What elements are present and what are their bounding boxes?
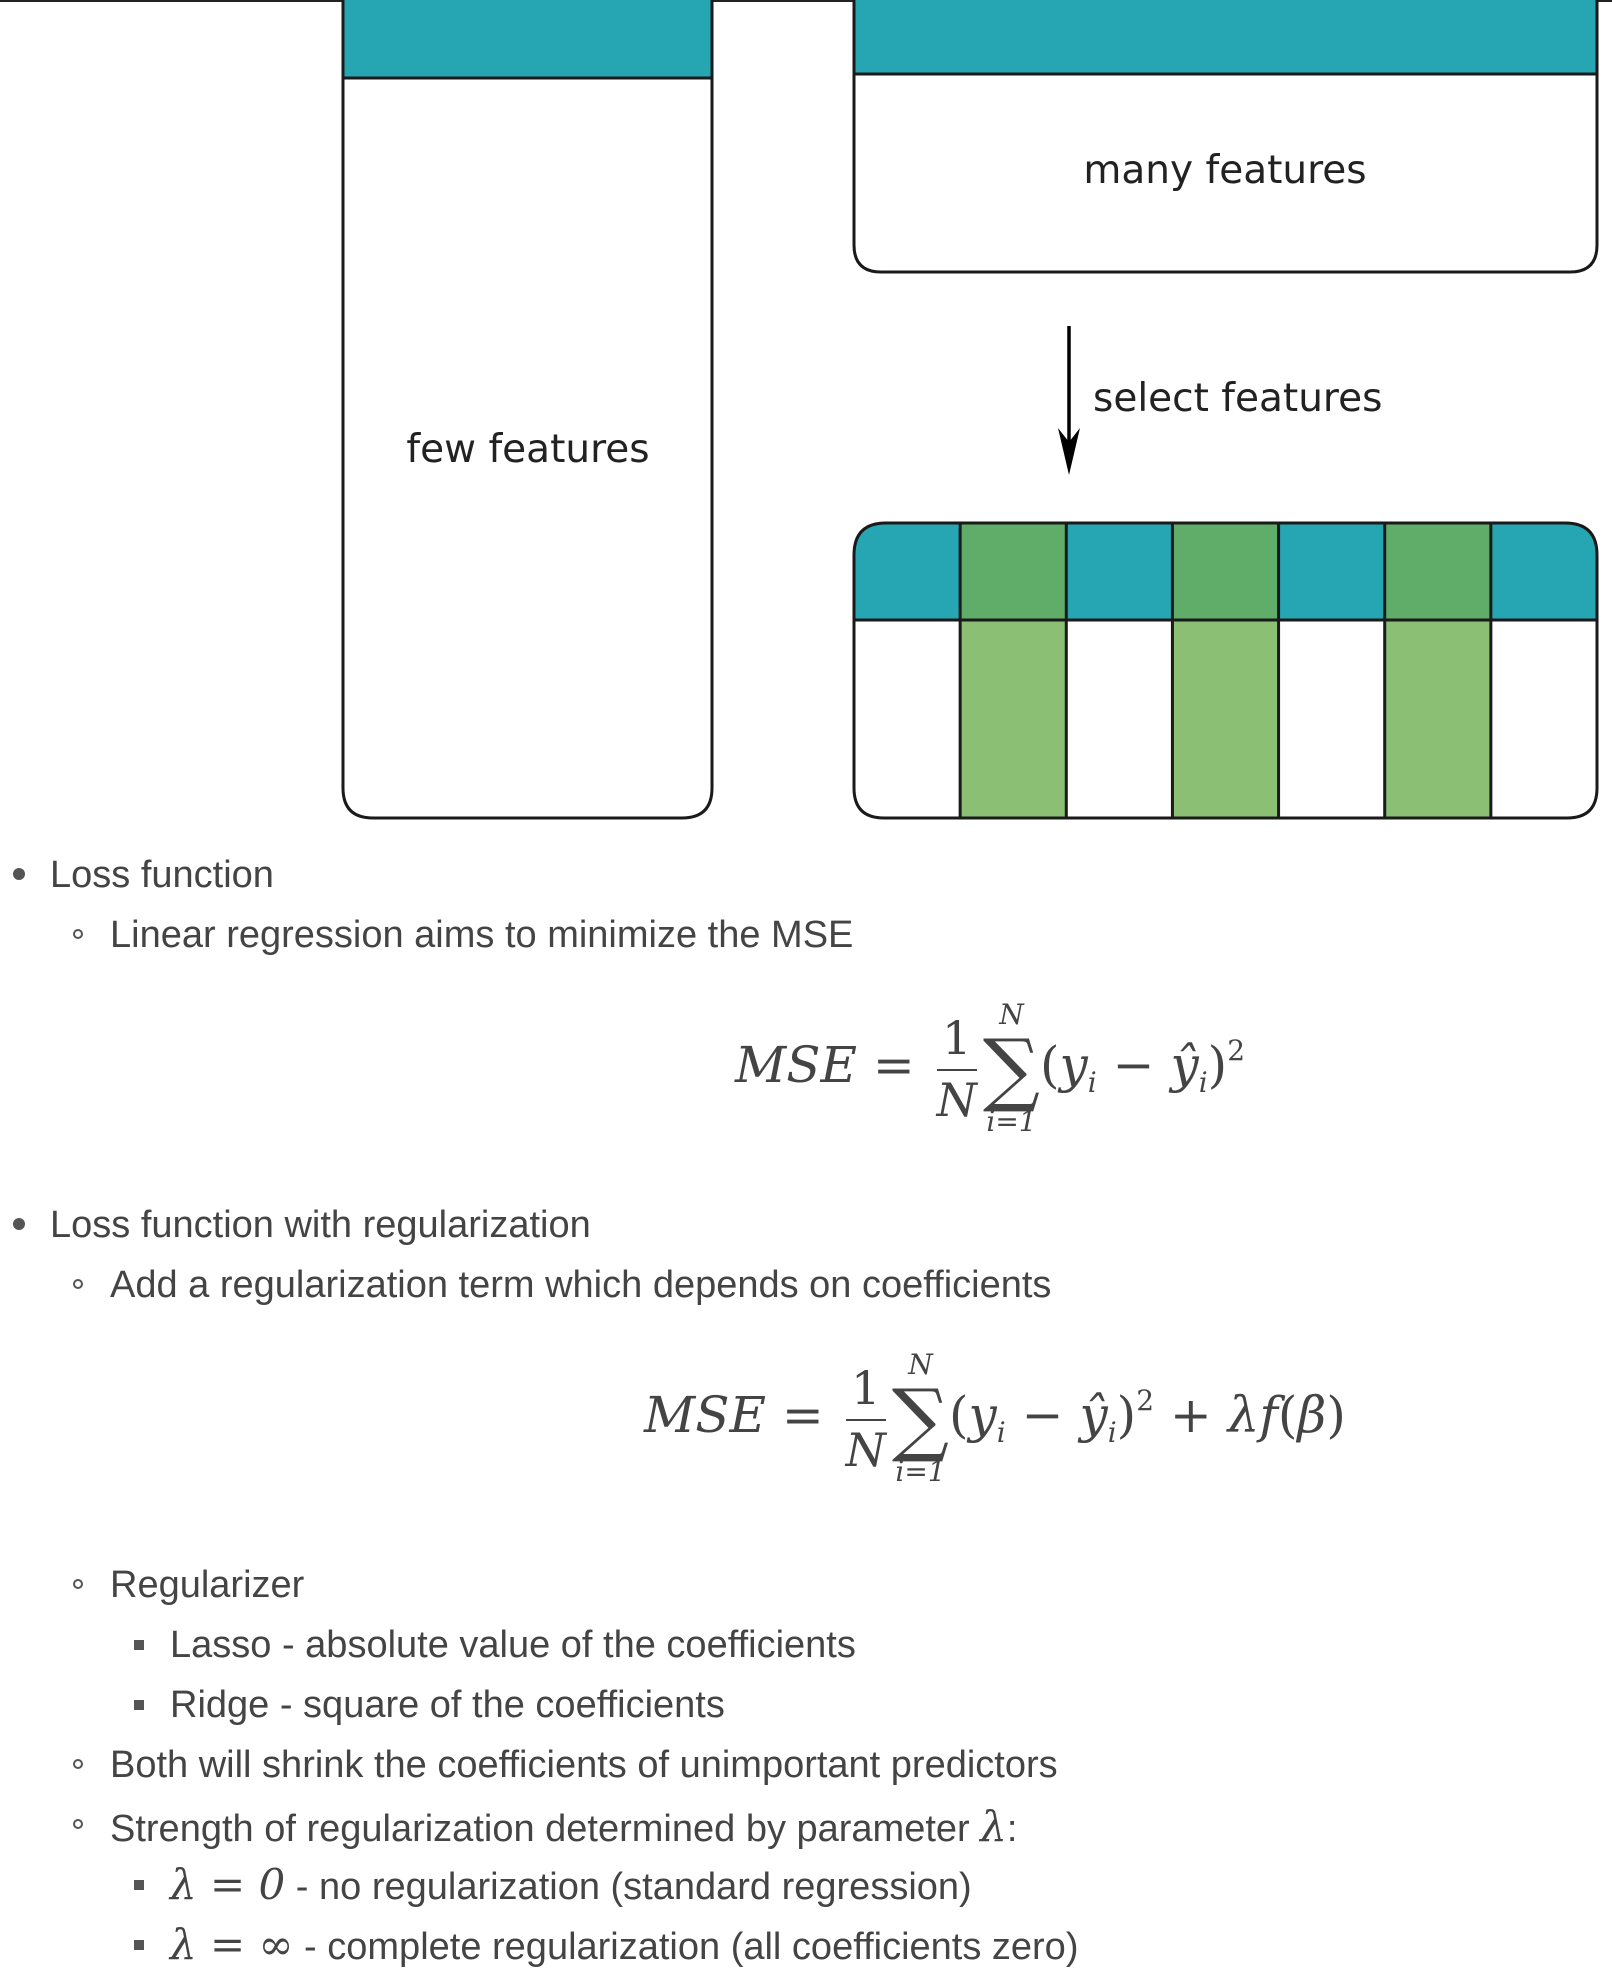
sub-bullet-regularizer: Regularizer bbox=[110, 1564, 305, 1606]
bullet-square-icon bbox=[134, 1700, 144, 1710]
select-features-label: select features bbox=[1093, 376, 1382, 421]
column-body-teal bbox=[854, 620, 961, 818]
formula-lhs: MSE bbox=[644, 1385, 766, 1444]
selected-features-outline bbox=[852, 521, 1599, 820]
feature-selection-diagram: few features many features select featur… bbox=[341, 0, 1599, 820]
fraction-numerator: 1 bbox=[936, 1011, 977, 1071]
lambda-infinity-math: λ = ∞ bbox=[170, 1920, 294, 1969]
strength-suffix: : bbox=[1006, 1808, 1018, 1850]
lambda-symbol: λ bbox=[980, 1802, 1007, 1851]
bullet-disc-icon bbox=[13, 1218, 25, 1230]
many-features-label: many features bbox=[1083, 148, 1366, 193]
sum-upper-limit: N bbox=[999, 998, 1024, 1031]
column-header-teal bbox=[1490, 523, 1597, 620]
top-border bbox=[0, 0, 1612, 2]
formula-equals: = bbox=[781, 1385, 824, 1444]
fraction-numerator: 1 bbox=[845, 1361, 886, 1421]
lambda-infinity-item: λ = ∞ - complete regularization (all coe… bbox=[170, 1924, 1079, 1968]
many-features-box: many features bbox=[852, 0, 1599, 274]
column-header-selected bbox=[1172, 523, 1279, 620]
few-features-header bbox=[343, 0, 712, 78]
sub-bullet-add-regularization: Add a regularization term which depends … bbox=[110, 1264, 1052, 1306]
few-features-outline bbox=[341, 0, 714, 820]
mse-formula: MSE = 1 N N ∑ i=1 (yi − ŷi)2 bbox=[735, 998, 1246, 1138]
formula-fraction: 1 N bbox=[845, 1361, 886, 1477]
column-header-selected bbox=[1384, 523, 1491, 620]
regularized-mse-formula: MSE = 1 N N ∑ i=1 (yi − ŷi)2 + λf(β) bbox=[644, 1348, 1346, 1488]
lambda-infinity-text: - complete regularization (all coefficie… bbox=[293, 1926, 1079, 1968]
regularizer-item-ridge: Ridge - square of the coefficients bbox=[170, 1684, 725, 1726]
bullet-circle-icon bbox=[73, 929, 83, 939]
sub-bullet-strength: Strength of regularization determined by… bbox=[110, 1806, 1018, 1850]
column-header-teal bbox=[1278, 523, 1385, 620]
bullet-square-icon bbox=[134, 1880, 144, 1890]
column-header-selected bbox=[960, 523, 1067, 620]
formula-lhs: MSE bbox=[735, 1035, 857, 1094]
select-arrow: select features bbox=[1058, 326, 1382, 475]
selected-features-box bbox=[852, 521, 1599, 820]
bullet-disc-icon bbox=[13, 868, 25, 880]
sigma-symbol: ∑ bbox=[891, 1371, 950, 1465]
formula-body: (yi − ŷi)2 bbox=[1040, 1033, 1246, 1099]
bullet-square-icon bbox=[134, 1640, 144, 1650]
bullet-loss-function-regularization: Loss function with regularization bbox=[50, 1204, 591, 1246]
summation: N ∑ i=1 bbox=[891, 1348, 950, 1488]
lambda-zero-item: λ = 0 - no regularization (standard regr… bbox=[170, 1864, 972, 1908]
column-header-teal bbox=[1066, 523, 1173, 620]
column-body-selected bbox=[1384, 620, 1491, 818]
sub-bullet-shrink: Both will shrink the coefficients of uni… bbox=[110, 1744, 1058, 1786]
column-body-teal bbox=[1278, 620, 1385, 818]
bullet-circle-icon bbox=[73, 1819, 83, 1829]
regularizer-item-lasso: Lasso - absolute value of the coefficien… bbox=[170, 1624, 856, 1666]
many-features-header bbox=[854, 0, 1597, 74]
column-header-teal bbox=[854, 523, 961, 620]
formula-equals: = bbox=[872, 1035, 915, 1094]
lambda-zero-text: - no regularization (standard regression… bbox=[285, 1866, 972, 1908]
strength-text: Strength of regularization determined by… bbox=[110, 1808, 981, 1850]
bullet-circle-icon bbox=[73, 1579, 83, 1589]
bullet-loss-function: Loss function bbox=[50, 854, 274, 896]
arrow-down-icon bbox=[1058, 428, 1080, 475]
column-body-teal bbox=[1066, 620, 1173, 818]
sigma-symbol: ∑ bbox=[982, 1021, 1041, 1115]
fraction-denominator: N bbox=[936, 1072, 977, 1127]
few-features-label: few features bbox=[406, 427, 649, 472]
bullet-circle-icon bbox=[73, 1759, 83, 1769]
formula-body: (yi − ŷi)2 + λf(β) bbox=[949, 1383, 1346, 1449]
bullet-circle-icon bbox=[73, 1279, 83, 1289]
column-body-teal bbox=[1490, 620, 1597, 818]
bullet-square-icon bbox=[134, 1940, 144, 1950]
few-features-box: few features bbox=[341, 0, 714, 820]
sum-lower-limit: i=1 bbox=[895, 1454, 946, 1488]
column-body-selected bbox=[960, 620, 1067, 818]
formula-fraction: 1 N bbox=[936, 1011, 977, 1127]
sum-lower-limit: i=1 bbox=[986, 1104, 1037, 1138]
summation: N ∑ i=1 bbox=[982, 998, 1041, 1138]
sub-bullet-linear-regression: Linear regression aims to minimize the M… bbox=[110, 914, 854, 956]
sum-upper-limit: N bbox=[908, 1348, 933, 1381]
many-features-outline bbox=[852, 0, 1599, 274]
column-body-selected bbox=[1172, 620, 1279, 818]
lambda-zero-math: λ = 0 bbox=[170, 1860, 286, 1909]
fraction-denominator: N bbox=[845, 1422, 886, 1477]
